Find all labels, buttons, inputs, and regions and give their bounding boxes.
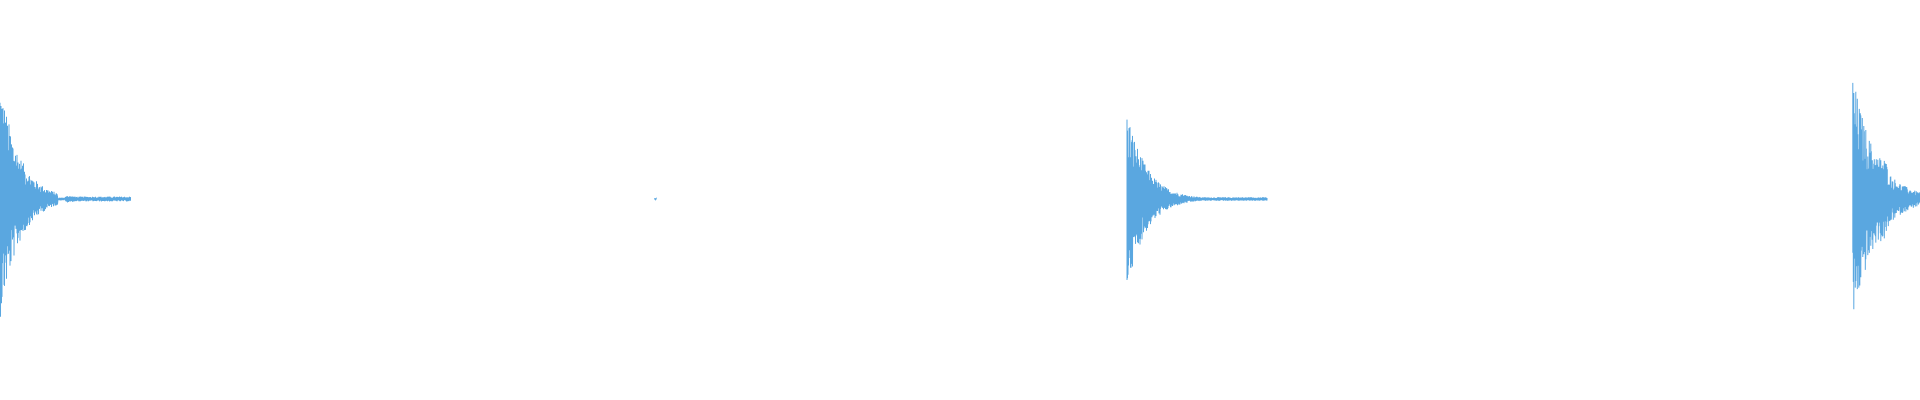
waveform-path xyxy=(0,82,1920,317)
